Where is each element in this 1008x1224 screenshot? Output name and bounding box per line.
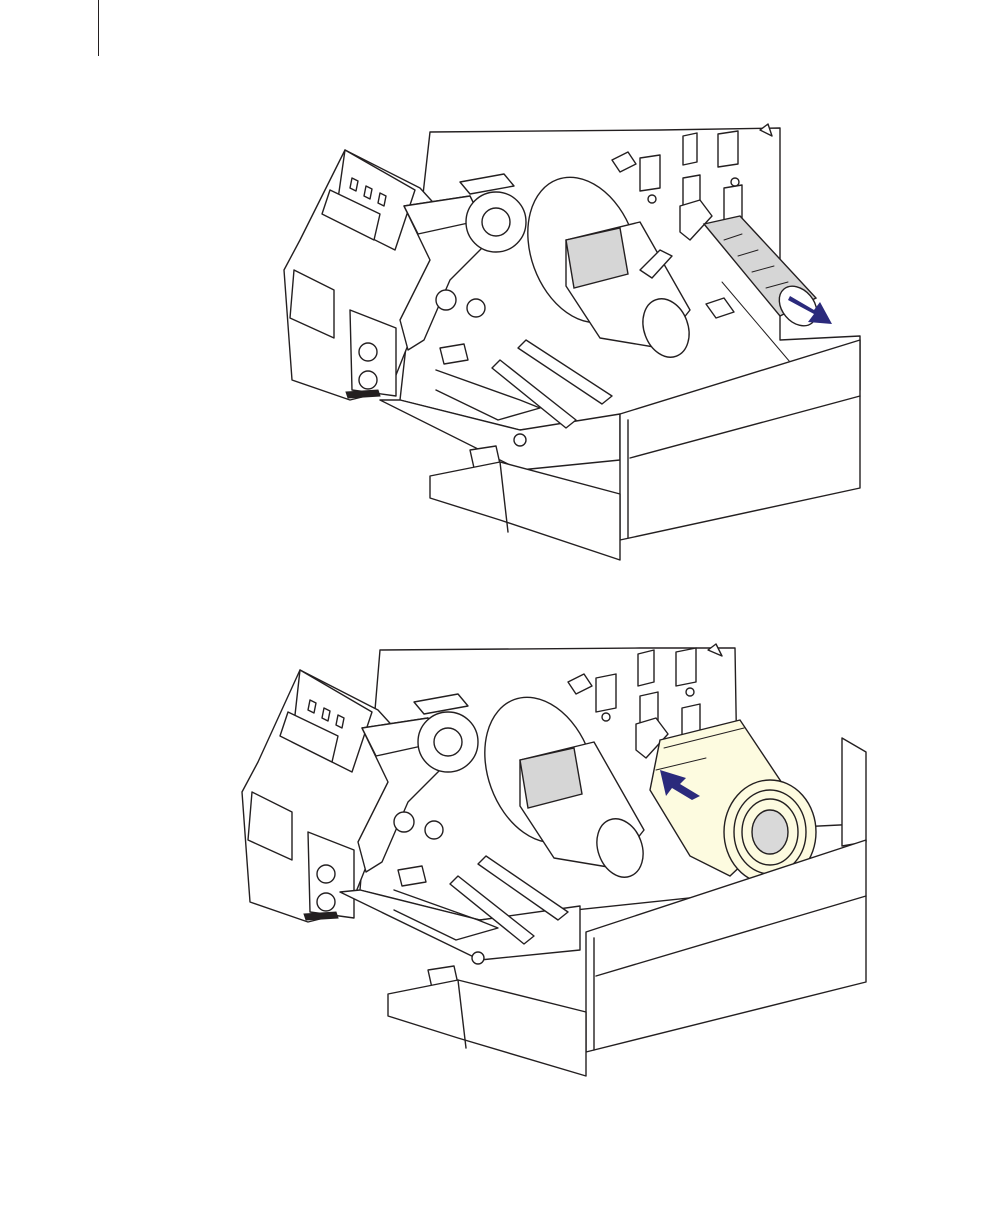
frame-screw: [731, 178, 739, 186]
release-lever: [398, 866, 426, 886]
deck-screw: [472, 952, 484, 964]
figure-remove-empty-core: [0, 100, 1008, 620]
frame-slot: [640, 155, 660, 191]
frame-screw: [602, 713, 610, 721]
frame-slot: [683, 133, 697, 165]
side-knob: [317, 865, 335, 883]
printhead-knob: [394, 812, 414, 832]
frame-slot: [638, 650, 654, 686]
frame-slot: [676, 648, 696, 686]
frame-slot: [718, 131, 738, 167]
panel-button: [308, 700, 316, 713]
base-tray: [430, 462, 620, 560]
side-knob: [317, 893, 335, 911]
printhead-knob: [425, 821, 443, 839]
frame-screw: [686, 688, 694, 696]
panel-button: [378, 193, 386, 206]
margin-rule: [98, 0, 99, 56]
panel-button: [364, 186, 372, 199]
figure-load-label-roll: [0, 620, 1008, 1140]
deck-screw: [514, 434, 526, 446]
ribbon-hub-center: [482, 208, 510, 236]
printhead-knob: [436, 290, 456, 310]
side-knob: [359, 371, 377, 389]
printhead-knob: [467, 299, 485, 317]
side-knob: [359, 343, 377, 361]
connector-pins: [346, 390, 380, 398]
base-tray: [388, 980, 586, 1076]
side-panel: [842, 738, 866, 846]
connector-pins: [304, 912, 338, 920]
panel-button: [322, 708, 330, 721]
panel-button: [350, 178, 358, 191]
frame-slot: [596, 674, 616, 712]
frame-screw: [648, 195, 656, 203]
ribbon-hub-center: [434, 728, 462, 756]
printer-illustration-bottom: [0, 620, 1008, 1140]
printer-illustration-top: [0, 100, 1008, 620]
label-roll-core: [752, 810, 788, 854]
panel-button: [336, 715, 344, 728]
release-lever: [440, 344, 468, 364]
